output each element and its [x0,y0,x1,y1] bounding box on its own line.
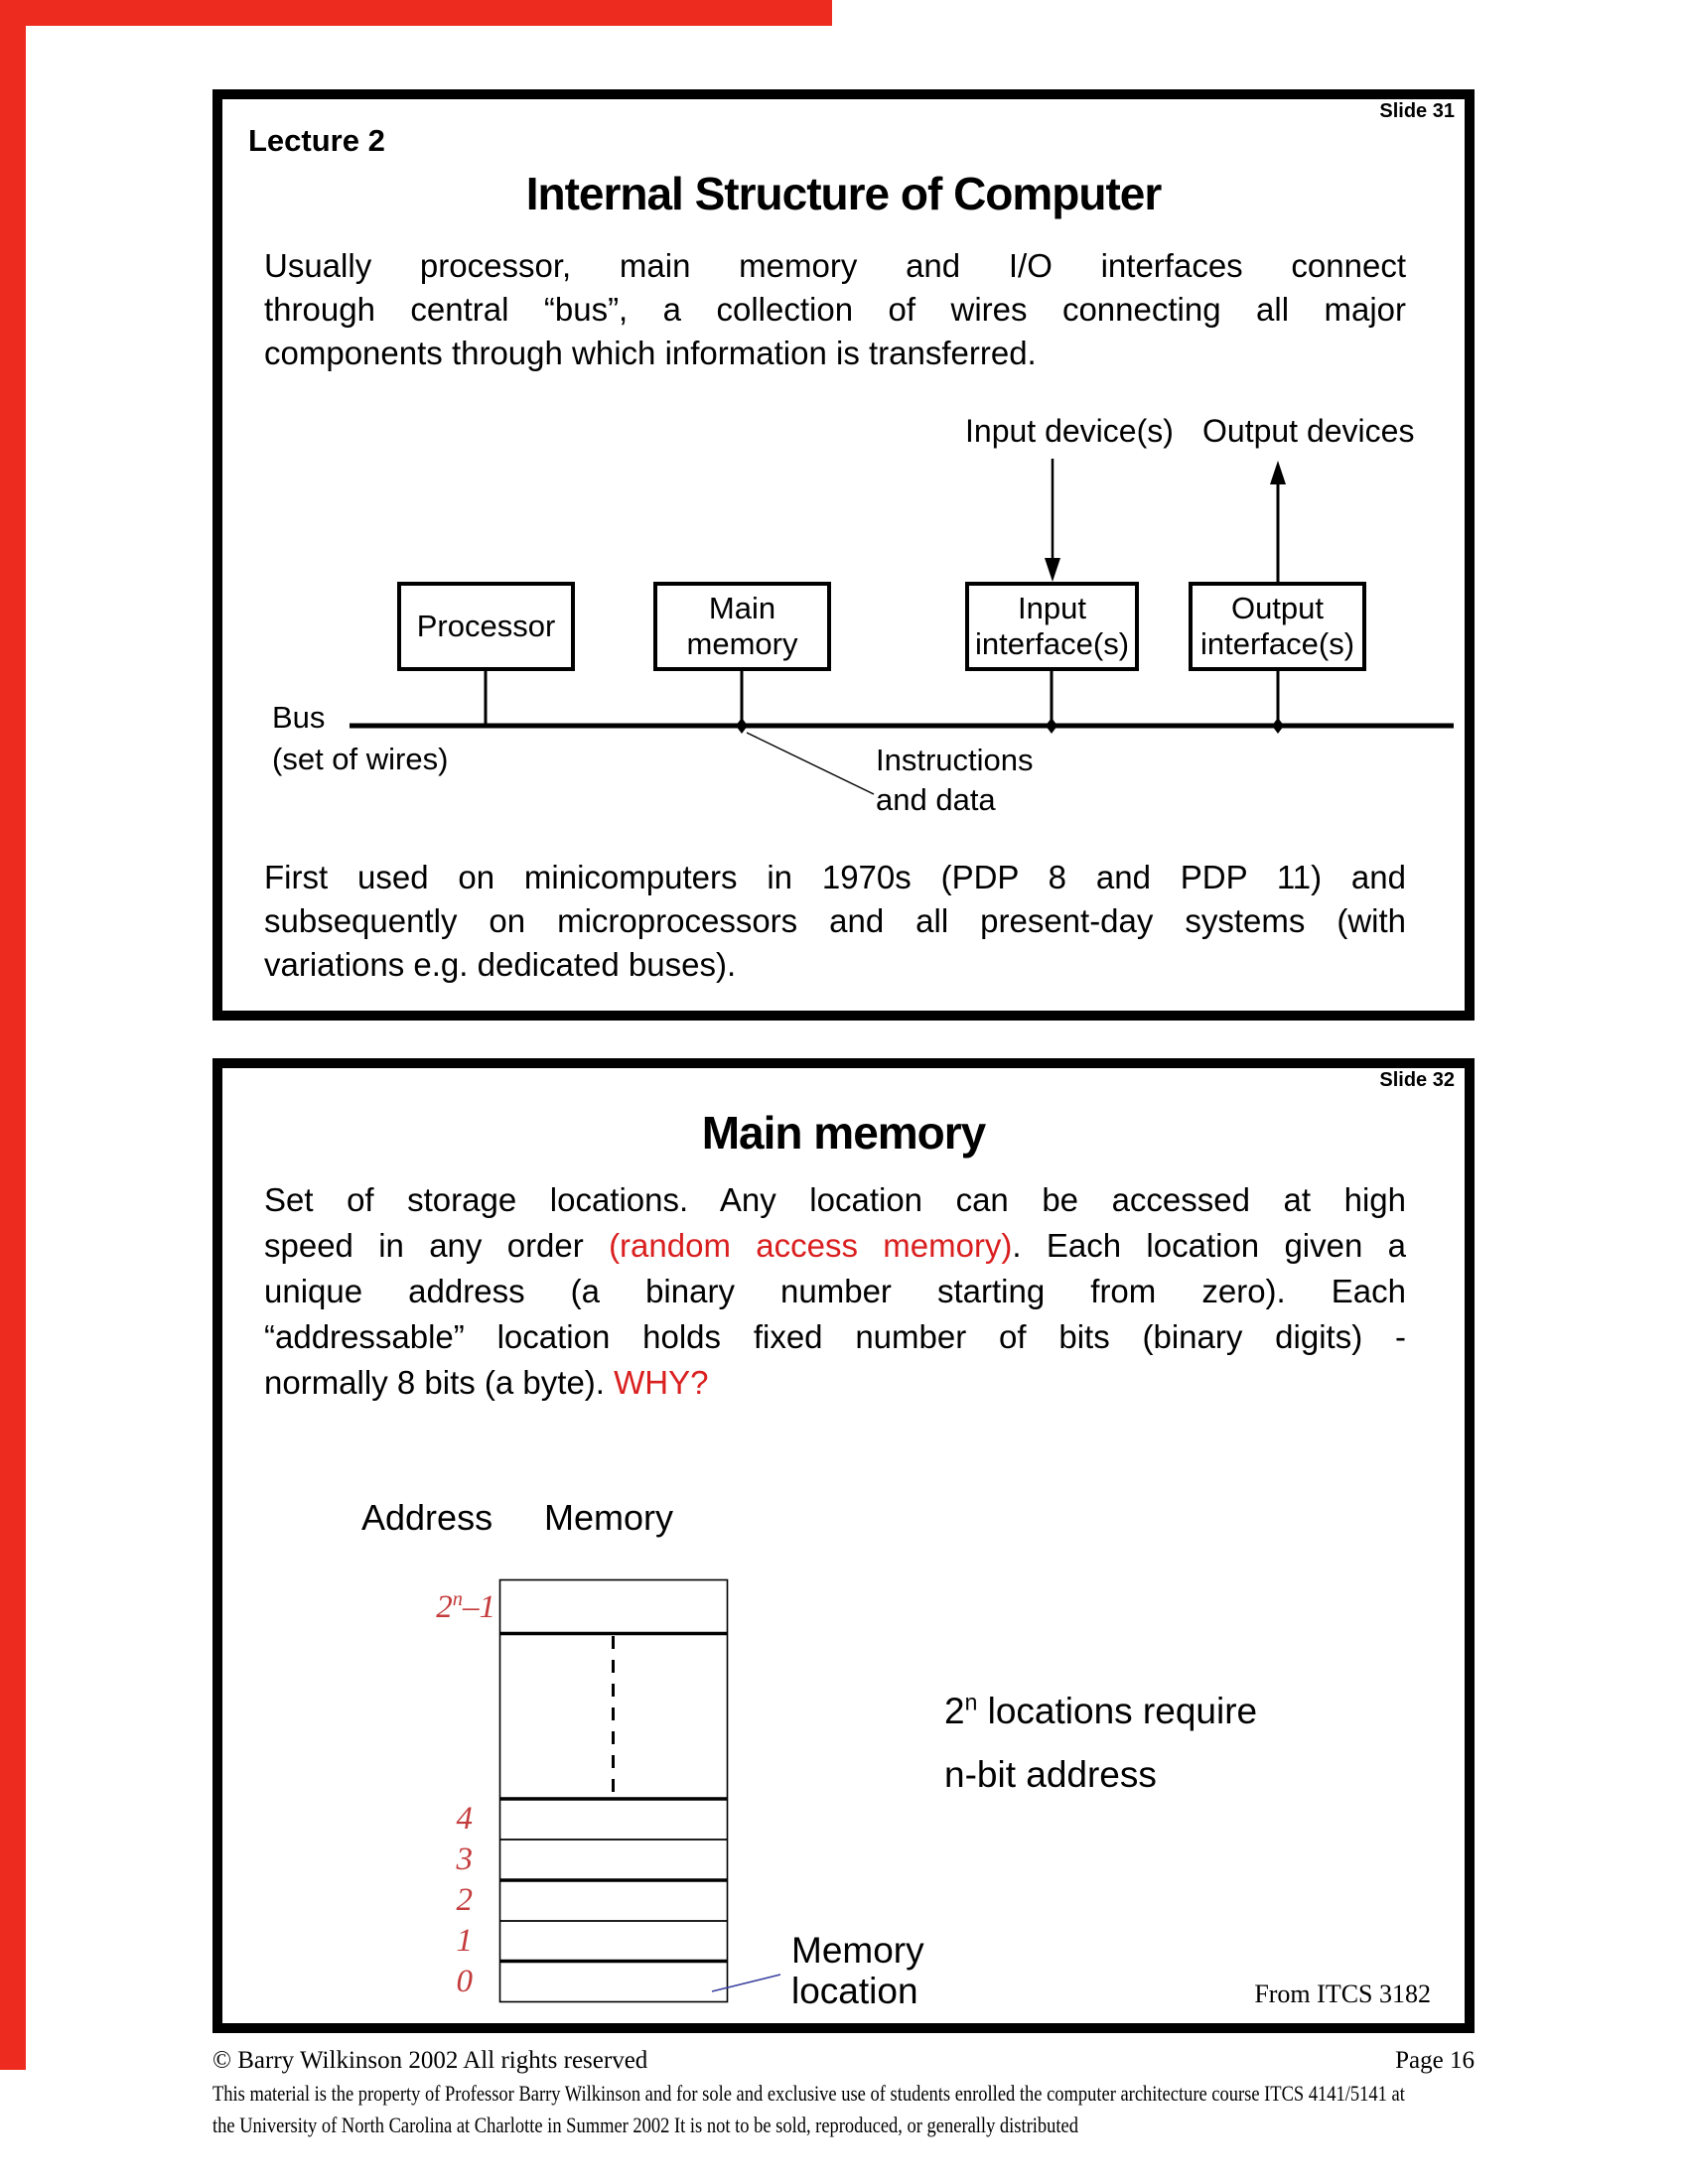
address-row-label: 3 [456,1842,474,1877]
bus-junction-dot [1046,718,1057,734]
memory-box-outline [498,1578,729,2003]
lecture-label: Lecture 2 [248,123,385,158]
address-row-label: 0 [456,1964,474,1999]
address-row-label: 2 [456,1882,474,1918]
bus-junction-dot [736,718,748,734]
footer-page-number: Page 16 [1395,2047,1475,2074]
address-row-label: 4 [456,1801,474,1837]
processor-box: Processor [397,582,575,671]
slide-number: Slide 31 [1379,100,1455,122]
instructions-pointer-line [746,732,875,795]
slide-number: Slide 32 [1379,1069,1455,1091]
intro-paragraph: Usually processor, main memory and I/O i… [264,247,1406,371]
processor-box-label: Processor [416,609,556,643]
scan-edge-top-bar [0,0,832,26]
address-top-label: 2n–1 [436,1588,495,1625]
address-column-header: Address [361,1497,493,1538]
outro-paragraph: First used on minicomputers in 1970s (PD… [264,859,1406,983]
source-label: From ITCS 3182 [1254,1979,1431,2008]
slide-32: Slide 32 Main memory Set of storage loca… [212,1058,1475,2033]
bus-junction-dot [1272,718,1284,734]
memory-column-header: Memory [544,1497,674,1538]
address-row-label: 1 [456,1923,474,1959]
output-devices-label: Output devices [1202,413,1415,449]
down-arrow-icon [1045,558,1060,582]
slide-31: Slide 31 Lecture 2 Internal Structure of… [212,89,1475,1021]
memory-location-pointer-line [711,1974,781,1992]
memory-paragraph: Set of storage locations. Any location c… [264,1181,1407,1401]
footer-disclaimer-line2: the University of North Carolina at Char… [212,2113,1078,2137]
slide-title: Main memory [701,1107,987,1159]
footer-disclaimer-line1: This material is the property of Profess… [212,2081,1405,2106]
input-devices-label: Input device(s) [965,413,1174,449]
footer-copyright: © Barry Wilkinson 2002 All rights reserv… [212,2047,648,2074]
up-arrow-icon [1270,461,1286,484]
slide-title: Internal Structure of Computer [525,168,1163,219]
bus-label: Bus(set of wires) [272,700,449,776]
scan-edge-left-bar [0,0,26,2070]
